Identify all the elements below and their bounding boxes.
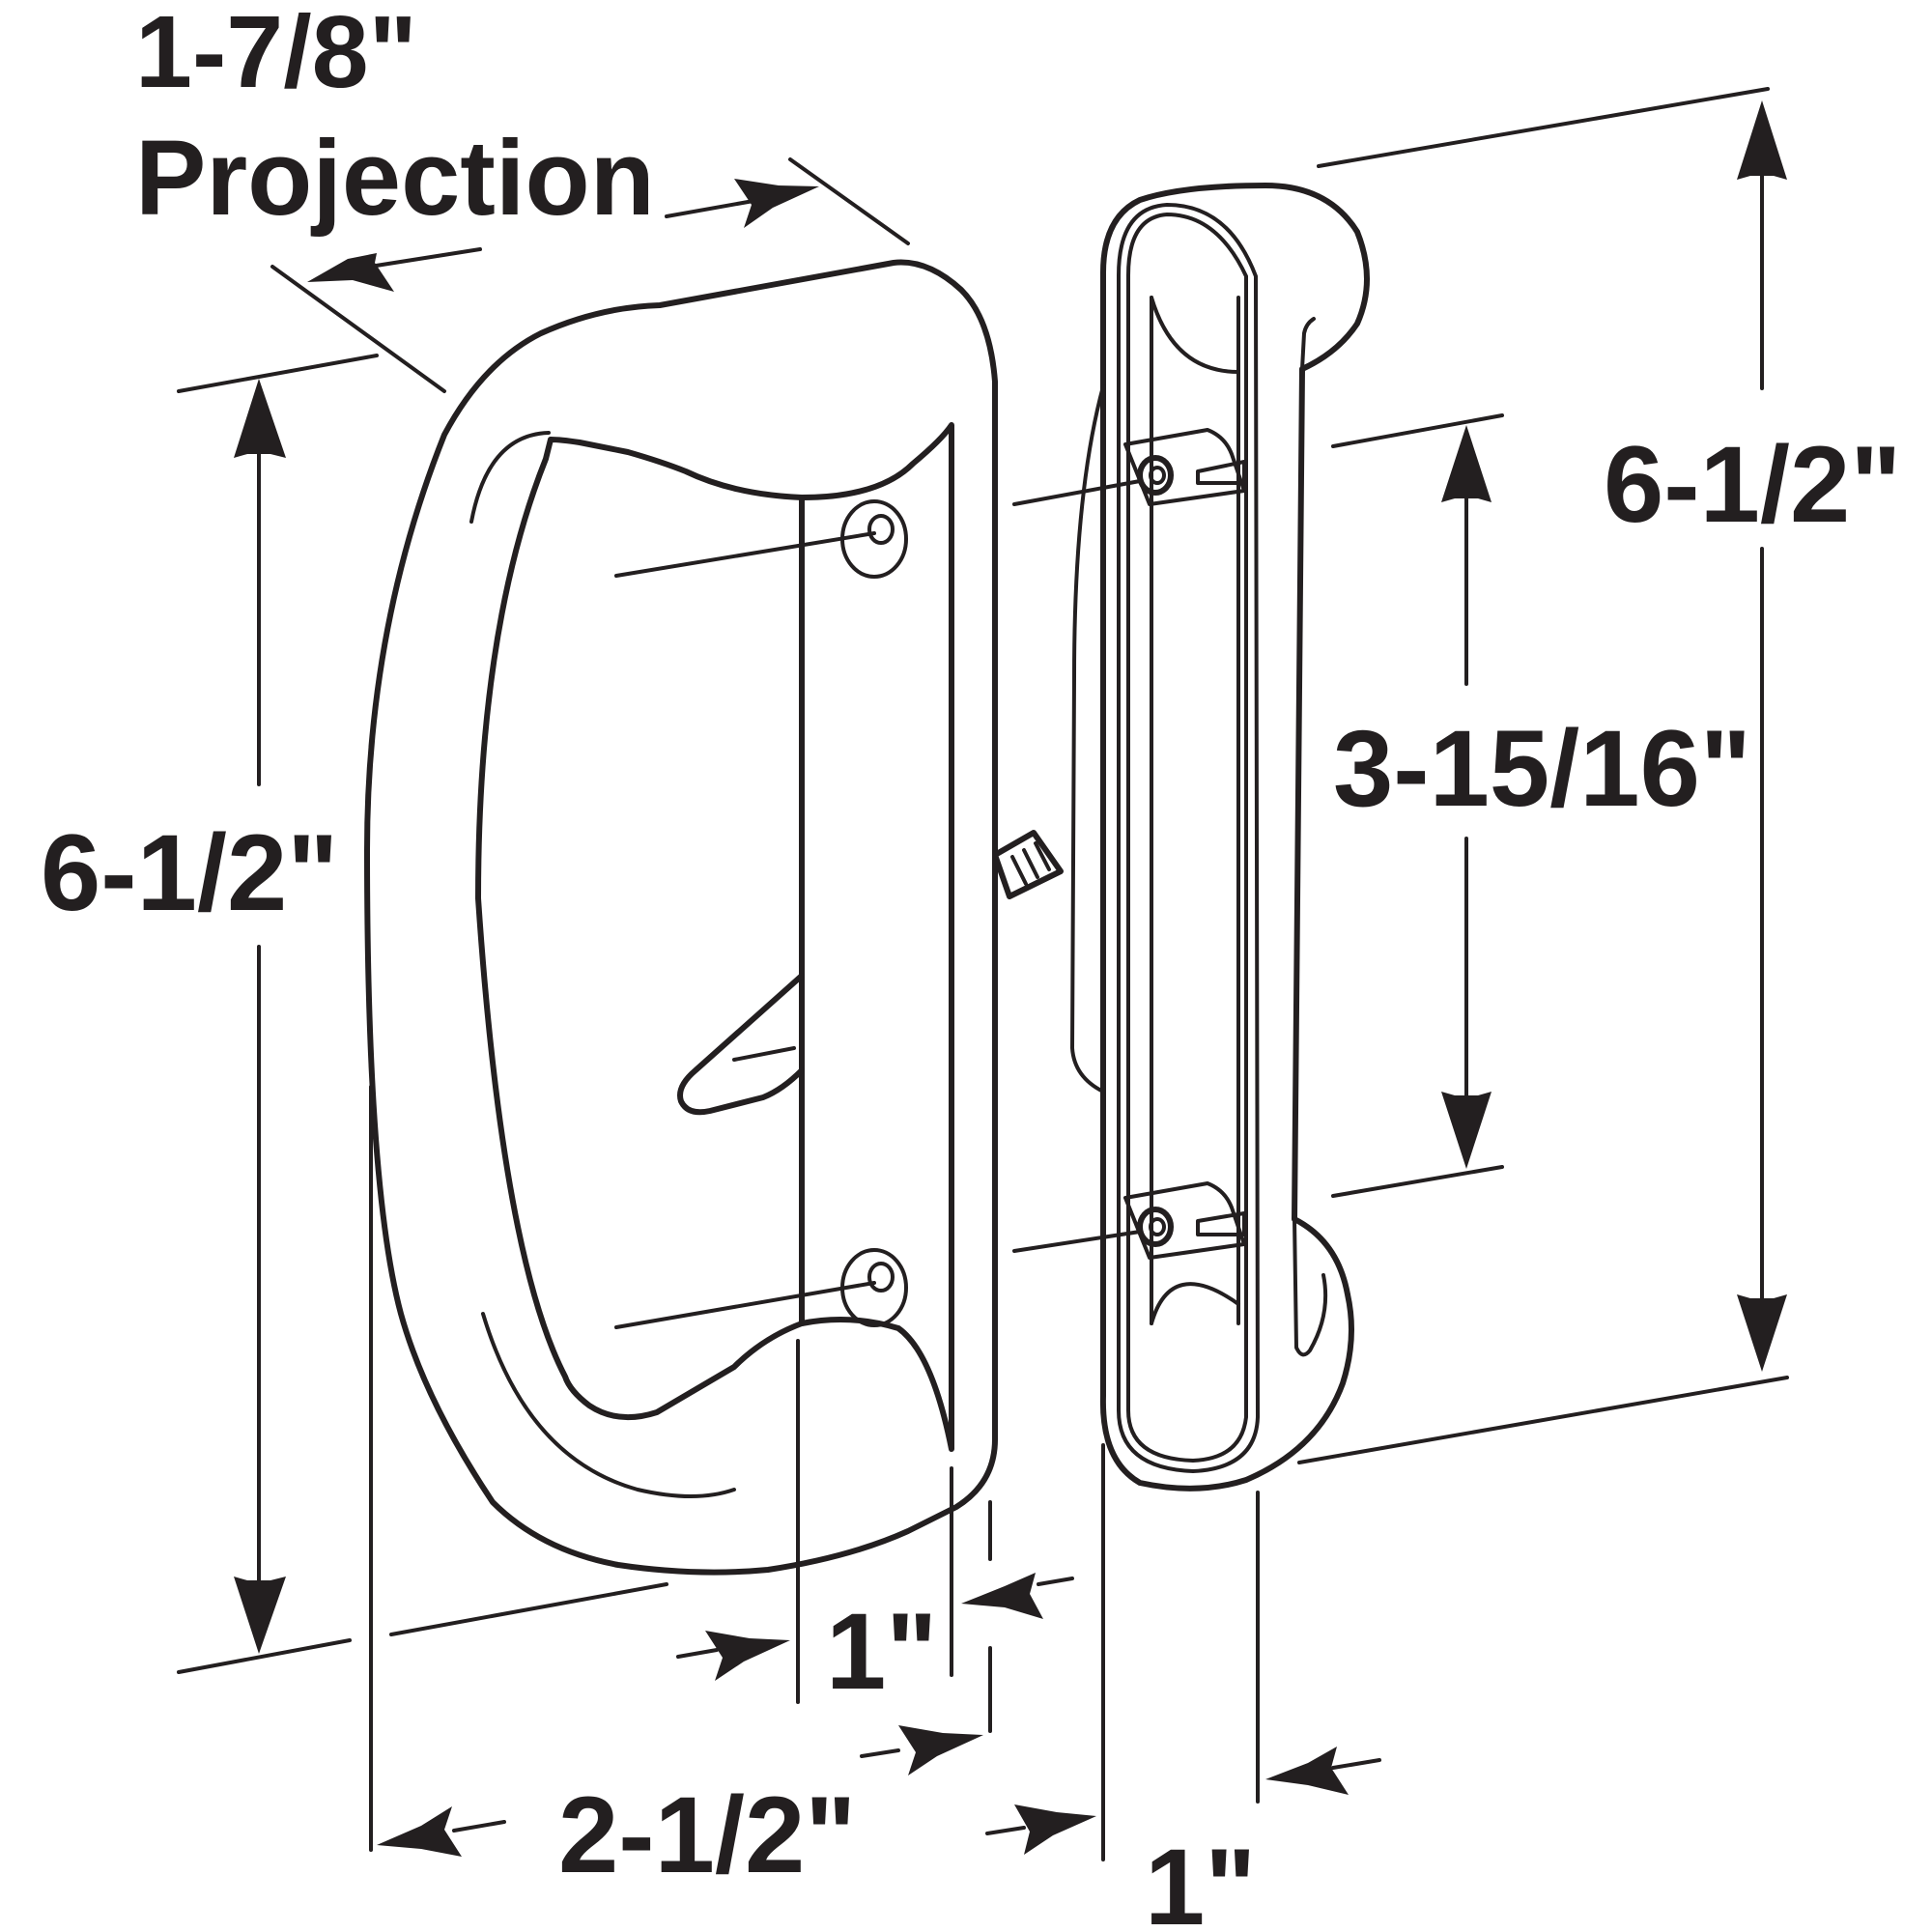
exterior-handle-plate: [799, 422, 954, 1452]
latch-lever: [677, 973, 805, 1116]
interior-handle-curl-bottom: [1293, 1217, 1328, 1357]
screw-axis-top-right: [1012, 479, 1142, 506]
exterior-handle-inner-curve-top: [469, 431, 551, 524]
left-height-dimension: [177, 354, 668, 1674]
interior-bracket-top: [1123, 428, 1246, 506]
handle-width-label: 2-1/2": [558, 1775, 856, 1895]
interior-handle-inner-rail: [1117, 203, 1260, 1473]
hole-spacing-dimension: [1331, 413, 1504, 1198]
exterior-screw-hole-top: [840, 499, 908, 579]
exterior-handle-grip: [475, 437, 805, 1421]
screw-axis-bottom-right: [1012, 1230, 1142, 1253]
projection-word-label: Projection: [135, 119, 655, 238]
exterior-handle: [364, 259, 1064, 1576]
left-height-label: 6-1/2": [41, 812, 338, 933]
pull-thickness-label: 1": [1145, 1827, 1256, 1932]
exterior-handle-outline: [364, 259, 998, 1576]
interior-bracket-bottom: [1123, 1181, 1246, 1260]
right-height-label: 6-1/2": [1604, 424, 1901, 545]
interior-handle-inner-rail-2: [1126, 213, 1248, 1463]
handle-thickness-dimension: [676, 1339, 1074, 1733]
interior-channel-bottom-curve: [1150, 1282, 1240, 1325]
projection-value-label: 1-7/8": [135, 0, 417, 109]
screw-axis-bottom-left: [614, 1281, 876, 1329]
handle-thickness-label: 1": [826, 1591, 937, 1712]
interior-handle-outline: [1099, 183, 1370, 1492]
projection-dimension: [270, 157, 910, 393]
latch-lever-detail: [732, 1046, 796, 1062]
screw-axis-top-left: [614, 531, 876, 578]
handle-width-dimension: [369, 1085, 983, 1857]
pull-thickness-dimension: [985, 1443, 1381, 1861]
hole-spacing-label: 3-15/16": [1333, 708, 1751, 829]
interior-handle-lip: [1070, 384, 1105, 1094]
interior-channel-top-curve: [1150, 296, 1240, 374]
interior-handle: [1012, 183, 1370, 1492]
right-height-dimension: [1297, 87, 1789, 1464]
exterior-handle-inner-curve-bottom: [481, 1312, 736, 1498]
latch-tab: [992, 830, 1064, 899]
interior-handle-curl-top: [1300, 317, 1316, 371]
